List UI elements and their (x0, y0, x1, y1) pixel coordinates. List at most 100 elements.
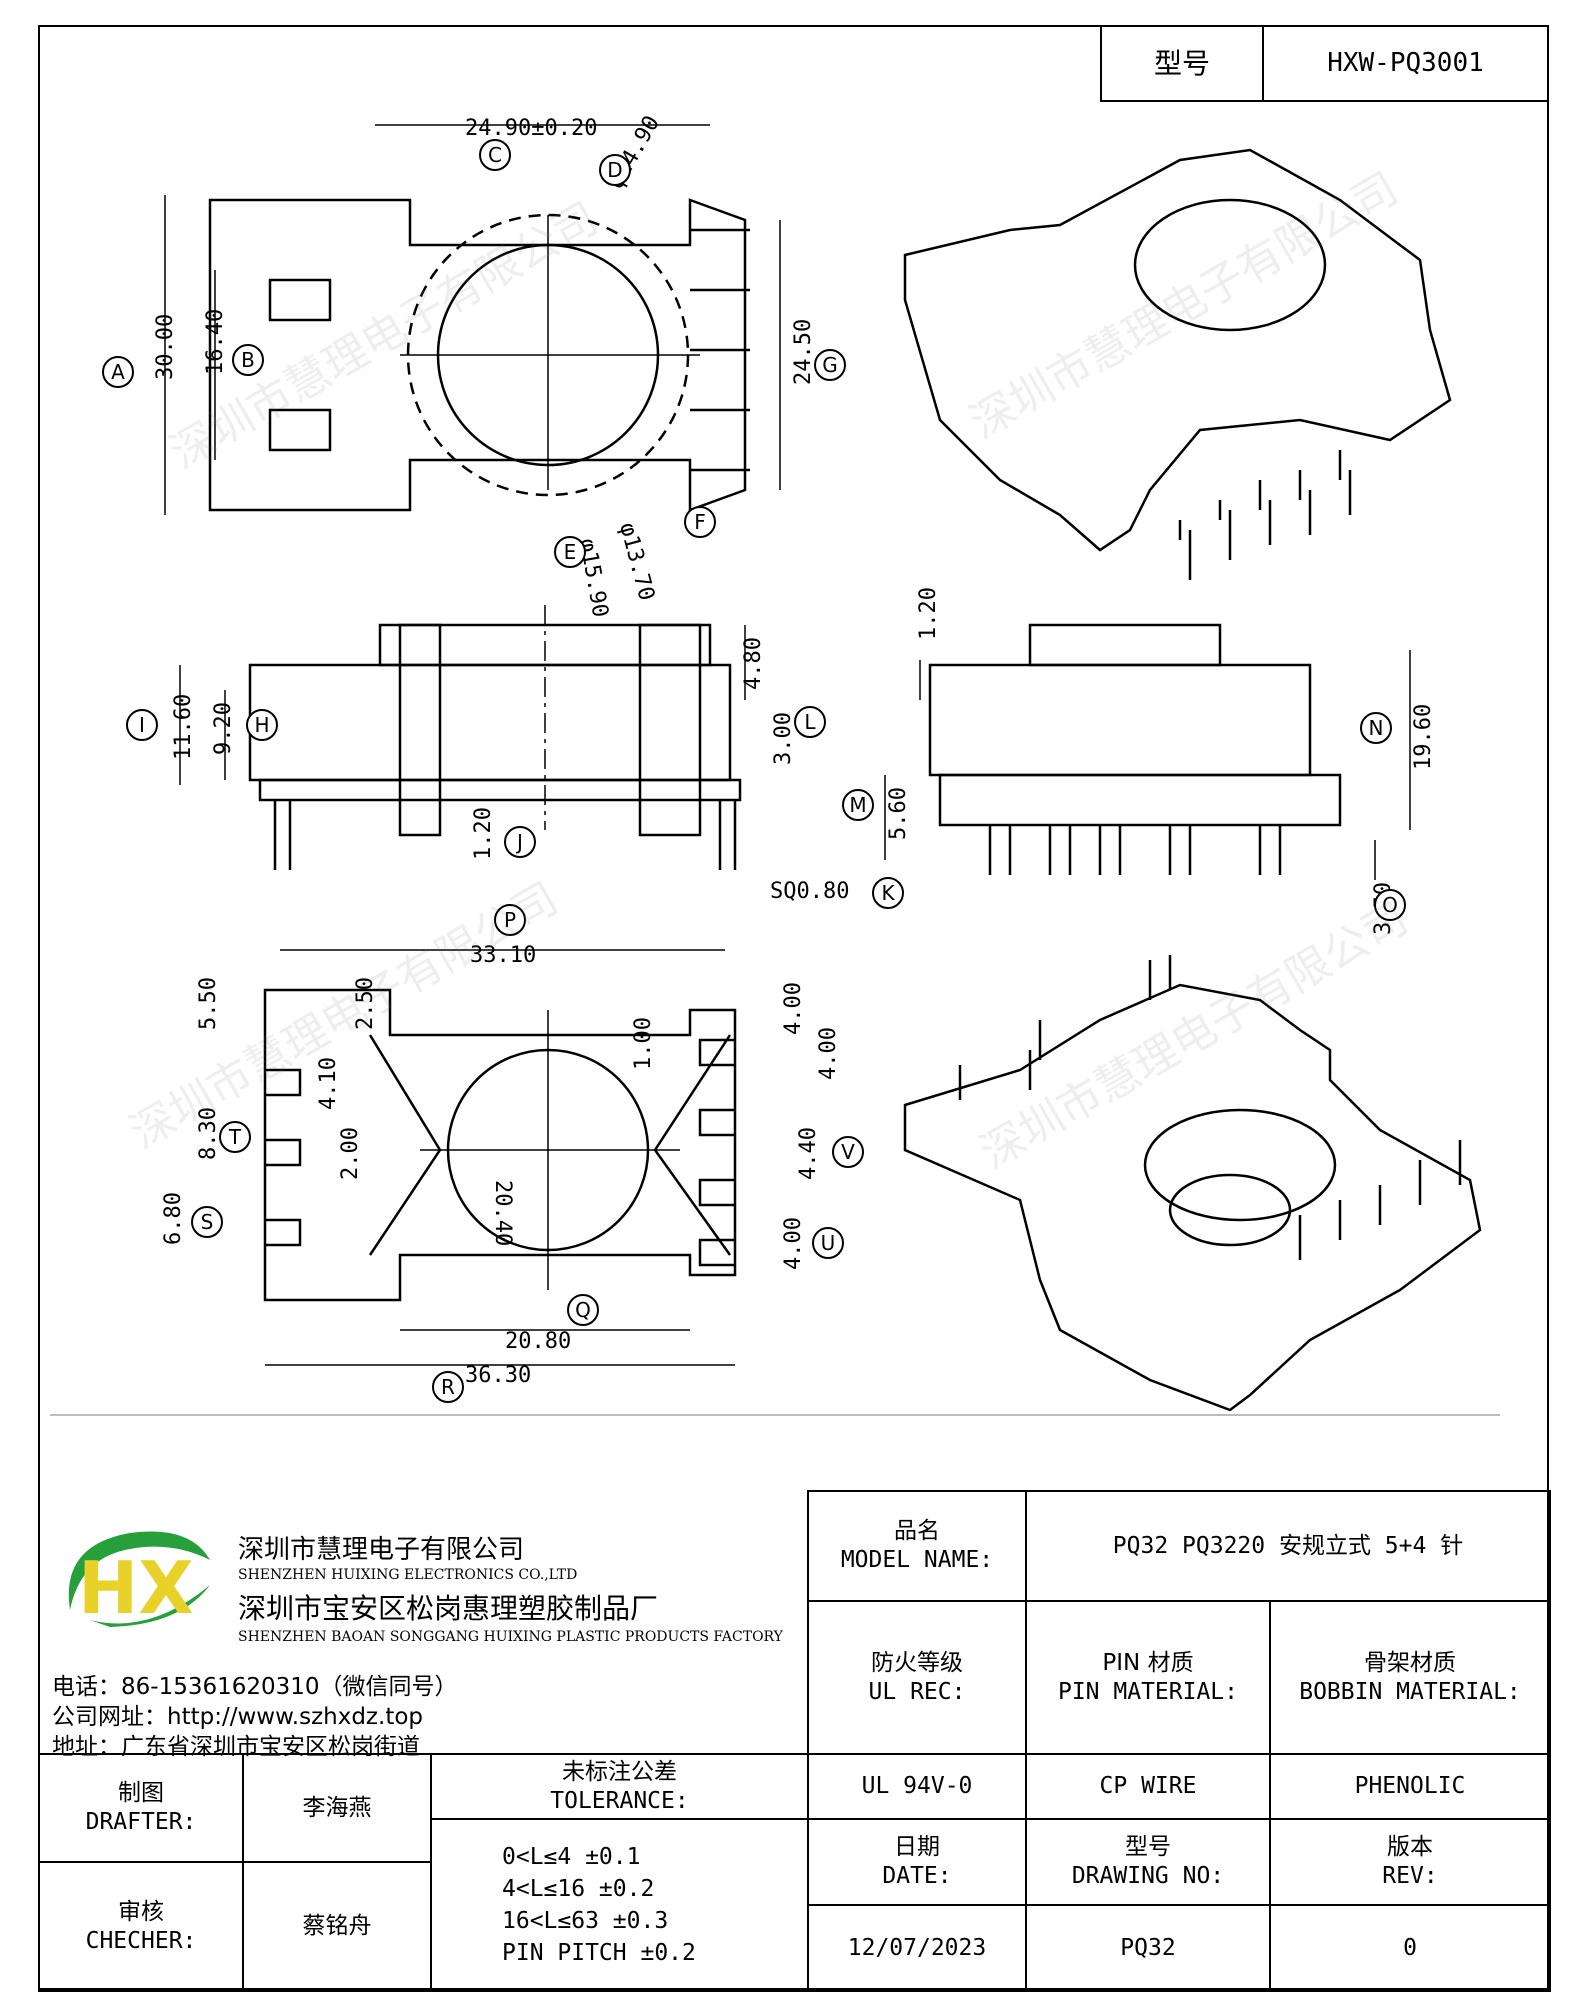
logo-text: HX (78, 1546, 194, 1630)
callout-c-circle (479, 139, 511, 171)
dim-400a: 4.00 (781, 982, 806, 1035)
dim-2040: 20.40 (490, 1180, 515, 1246)
fire-rating-value: UL 94V-0 (807, 1753, 1027, 1820)
callout-v: V (841, 1140, 855, 1164)
company-name-en-1: SHENZHEN HUIXING ELECTRONICS CO.,LTD (238, 1567, 578, 1583)
dim-p: 33.10 (470, 943, 536, 968)
dim-n: 19.60 (1411, 704, 1436, 770)
callout-k-circle (872, 877, 904, 909)
model-name-value: PQ32 PQ3220 安规立式 5+4 针 (1025, 1490, 1551, 1602)
callout-l: L (804, 710, 816, 734)
callout-j: J (515, 830, 523, 854)
side-view-side (884, 623, 1411, 880)
tolerance-line: 0<L≤4 ±0.1 (502, 1843, 641, 1870)
dim-g: 24.50 (791, 319, 816, 385)
dim-q: 20.80 (505, 1329, 571, 1354)
callout-f-circle (684, 506, 716, 538)
drawing-no-value: PQ32 (1025, 1904, 1271, 1992)
callout-a: A (111, 360, 125, 384)
dim-100: 1.00 (631, 1017, 656, 1070)
callout-n-circle (1360, 712, 1392, 744)
tolerance-line: PIN PITCH ±0.2 (502, 1940, 696, 1967)
callout-r: R (441, 1375, 455, 1399)
callout-r-circle (432, 1371, 464, 1403)
callout-s: S (201, 1210, 214, 1234)
company-info: HX 深圳市慧理电子有限公司 SHENZHEN HUIXING ELECTRON… (50, 1505, 810, 1760)
callout-d: D (607, 158, 622, 182)
callout-p-circle (494, 904, 526, 936)
drafter-name: 李海燕 (242, 1753, 432, 1863)
dim-400b: 4.00 (816, 1027, 841, 1080)
tolerance-values: 0<L≤4 ±0.1 4<L≤16 ±0.2 16<L≤63 ±0.3 PIN … (430, 1818, 809, 1992)
dim-250: 2.50 (353, 977, 378, 1030)
callout-s-circle (191, 1206, 223, 1238)
date-value: 12/07/2023 (807, 1904, 1027, 1992)
callout-m-circle (842, 789, 874, 821)
header-model-table: 型号 HXW-PQ3001 (1100, 25, 1549, 102)
header-model-value: HXW-PQ3001 (1262, 25, 1549, 102)
callout-o: O (1382, 893, 1398, 917)
callout-g-circle (814, 349, 846, 381)
dim-j: 1.20 (471, 807, 496, 860)
callout-f: F (694, 510, 706, 534)
callout-q: Q (575, 1298, 591, 1322)
dim-f: φ13.70 (614, 520, 659, 603)
dim-410: 4.10 (316, 1057, 341, 1110)
dim-h: 9.20 (211, 702, 236, 755)
side-view-front (179, 605, 746, 870)
isometric-view-top (903, 148, 1452, 580)
callout-o-circle (1374, 889, 1406, 921)
callout-v-circle (832, 1136, 864, 1168)
callout-u: U (821, 1231, 836, 1255)
callout-b-circle (232, 344, 264, 376)
dim-r: 36.30 (465, 1363, 531, 1388)
rev-value: 0 (1269, 1904, 1551, 1992)
callout-e-circle (554, 536, 586, 568)
dim-top: 4.80 (741, 637, 766, 690)
pin-material-value: CP WIRE (1025, 1753, 1271, 1820)
dim-v: 4.40 (796, 1127, 821, 1180)
callout-a-circle (102, 356, 134, 388)
dim-m: 5.60 (886, 787, 911, 840)
isometric-view-bottom (903, 955, 1482, 1412)
callout-m: M (849, 793, 866, 817)
callout-c: C (488, 143, 502, 167)
callout-k: K (881, 881, 895, 905)
callout-e: E (564, 540, 577, 564)
company-website: 公司网址：http://www.szhxdz.top (52, 1704, 424, 1730)
callout-j-circle (504, 826, 536, 858)
callout-p: P (504, 908, 516, 932)
callout-t-circle (219, 1121, 251, 1153)
callout-l-circle (794, 706, 826, 738)
top-view (164, 124, 781, 515)
callout-q-circle (567, 1294, 599, 1326)
company-name-en-2: SHENZHEN BAOAN SONGGANG HUIXING PLASTIC … (238, 1629, 783, 1645)
dim-s: 6.80 (161, 1192, 186, 1245)
callout-i-circle (126, 709, 158, 741)
bobbin-material-value: PHENOLIC (1269, 1753, 1551, 1820)
callout-g: G (822, 353, 838, 377)
callout-t: T (228, 1125, 242, 1149)
company-name-cn-1: 深圳市慧理电子有限公司 (238, 1535, 525, 1565)
company-logo: HX (68, 1531, 210, 1630)
dim-c: 24.90±0.20 (465, 116, 597, 141)
dim-200: 2.00 (338, 1127, 363, 1180)
callout-h: H (254, 713, 269, 737)
dim-a: 30.00 (153, 314, 178, 380)
callout-h-circle (246, 709, 278, 741)
dim-l: 3.00 (771, 712, 796, 765)
callout-u-circle (812, 1227, 844, 1259)
checker-name: 蔡铭舟 (242, 1861, 432, 1992)
dim-i: 11.60 (171, 694, 196, 760)
